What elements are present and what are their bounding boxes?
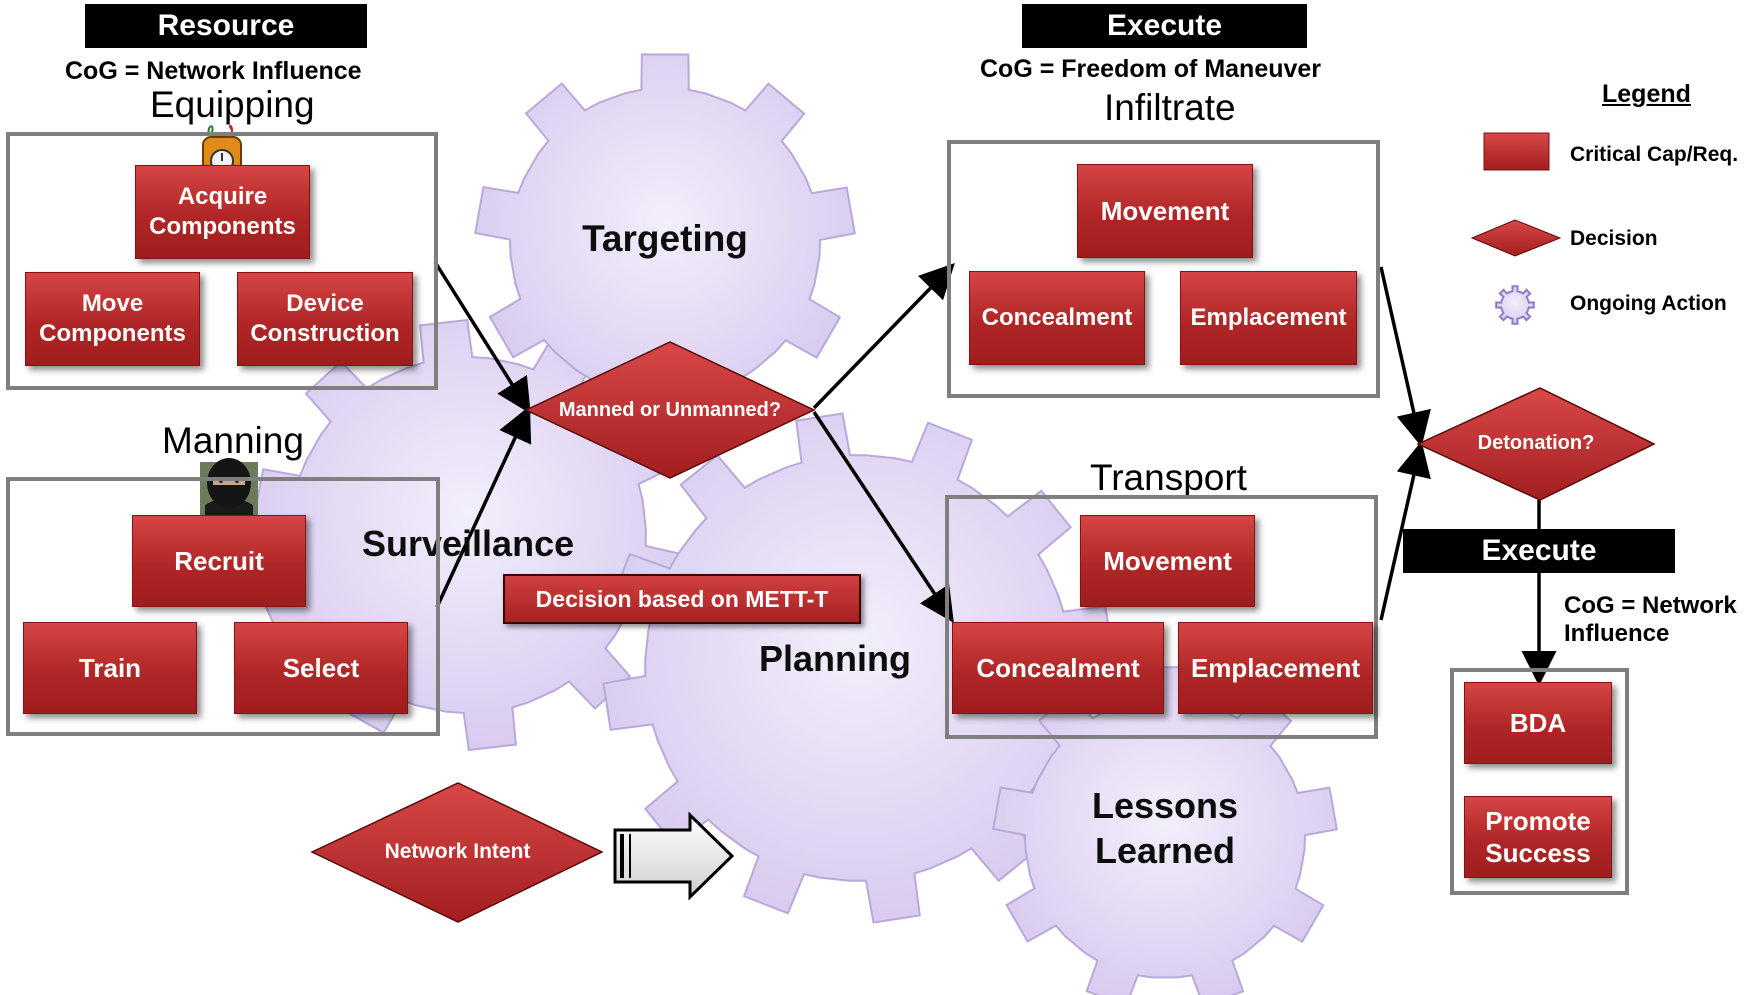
legend-title: Legend xyxy=(1602,80,1691,108)
resource-cog: CoG = Network Influence xyxy=(65,57,362,85)
legend-decision-diamond xyxy=(1470,219,1562,257)
decision-diamond-manned xyxy=(524,341,816,479)
legend-gear-shape xyxy=(1495,285,1535,325)
execute2-cog-line1: CoG = Network xyxy=(1564,592,1737,619)
infiltrate-frame xyxy=(947,140,1380,398)
promote-success-box: Promote Success xyxy=(1464,796,1612,878)
resource-banner: Resource xyxy=(85,4,367,48)
manned-unmanned-label: Manned or Unmanned? xyxy=(558,399,782,421)
acquire-components-line1: Acquire xyxy=(177,183,268,210)
move-components-line1: Move xyxy=(81,290,144,317)
device-construction-line2: Construction xyxy=(250,320,400,347)
legend-ongoing-label: Ongoing Action xyxy=(1570,292,1727,315)
arrow-equipping-to-decision xyxy=(433,261,531,414)
device-construction-box: Device Construction xyxy=(237,272,413,366)
promote-success-line2: Success xyxy=(1485,838,1591,868)
gear-label-planning: Planning xyxy=(759,638,911,679)
arrow-infiltrate-to-detonation xyxy=(1379,266,1431,447)
transport-frame xyxy=(945,495,1378,739)
arrow-transport-to-detonation xyxy=(1379,441,1431,621)
transport-movement-box: Movement xyxy=(1080,515,1255,607)
train-box: Train xyxy=(23,622,197,714)
move-components-line2: Components xyxy=(39,320,186,347)
execute-banner: Execute xyxy=(1022,4,1307,48)
promote-success-line1: Promote xyxy=(1485,805,1591,836)
arrow-decision-to-infiltrate xyxy=(812,262,955,410)
legend-decision-label: Decision xyxy=(1570,227,1658,250)
transport-concealment-box: Concealment xyxy=(952,622,1164,714)
decision-diamond-network-intent xyxy=(310,782,604,923)
legend-ongoing-gear-icon xyxy=(1495,285,1535,325)
mett-t-decision-box: Decision based on METT-T xyxy=(503,574,861,624)
execute-cog: CoG = Freedom of Maneuver xyxy=(980,55,1322,83)
arrow-decision-to-transport xyxy=(812,411,954,623)
infiltrate-title: Infiltrate xyxy=(1104,87,1236,128)
gear-label-lessons-line1: Lessons xyxy=(1091,785,1239,826)
legend-critical-swatch xyxy=(1483,132,1550,171)
device-construction-line1: Device xyxy=(286,290,364,317)
manning-frame xyxy=(6,477,440,736)
select-box: Select xyxy=(234,622,408,714)
manning-title: Manning xyxy=(162,420,304,461)
block-arrow-icon xyxy=(613,811,735,901)
gear-lessons-icon xyxy=(992,666,1338,995)
acquire-components-box: Acquire Components xyxy=(135,165,310,259)
equipping-title: Equipping xyxy=(150,84,315,125)
acquire-components-line2: Components xyxy=(149,213,296,240)
legend-critical-label: Critical Cap/Req. xyxy=(1570,143,1739,166)
detonation-label: Detonation? xyxy=(1477,432,1595,454)
transport-title: Transport xyxy=(1090,457,1247,498)
execute2-cog-line2: Influence xyxy=(1564,620,1670,647)
equipping-frame xyxy=(6,132,438,390)
network-intent-label: Network Intent xyxy=(384,840,531,863)
arrow-manning-to-decision xyxy=(435,405,532,608)
bda-frame xyxy=(1450,668,1629,895)
decision-diamond-detonation xyxy=(1416,387,1656,501)
execute-banner-2: Execute xyxy=(1403,529,1675,573)
gear-planning-icon xyxy=(602,412,1114,924)
gear-label-surveillance: Surveillance xyxy=(362,523,575,564)
gear-label-lessons-line2: Learned xyxy=(1094,830,1236,871)
infiltrate-concealment-box: Concealment xyxy=(969,271,1145,365)
move-components-box: Move Components xyxy=(25,272,200,366)
transport-emplacement-box: Emplacement xyxy=(1178,622,1373,714)
bda-box: BDA xyxy=(1464,682,1612,764)
recruit-box: Recruit xyxy=(132,515,306,607)
infiltrate-emplacement-box: Emplacement xyxy=(1180,271,1357,365)
gear-label-targeting: Targeting xyxy=(582,218,748,259)
infiltrate-movement-box: Movement xyxy=(1077,164,1253,258)
